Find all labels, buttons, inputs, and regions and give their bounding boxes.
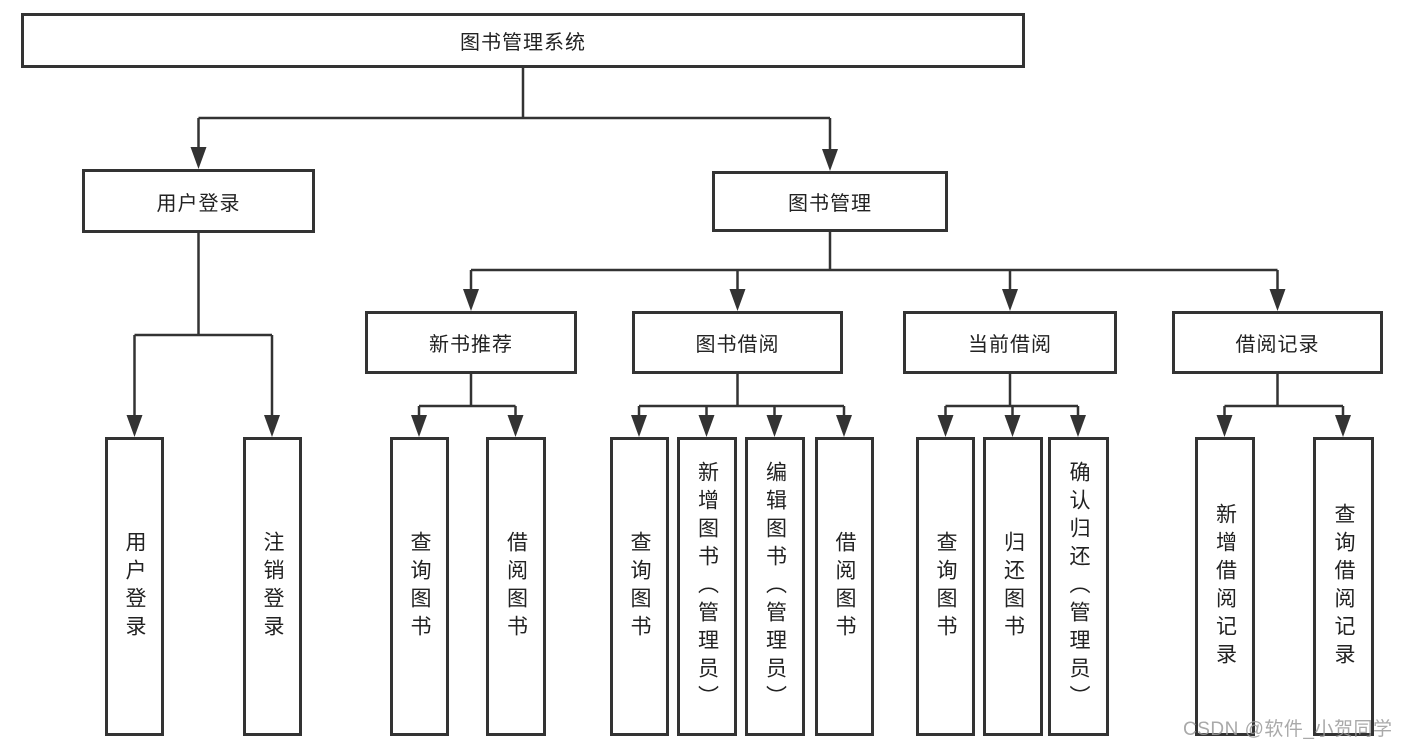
leaf-newbook-query: 查询图书 — [390, 437, 449, 736]
node-new-book-recommend: 新书推荐 — [365, 311, 577, 374]
leaf-borrow-query: 查询图书 — [610, 437, 669, 736]
leaf-logout: 注销登录 — [243, 437, 302, 736]
leaf-borrow-borrow: 借阅图书 — [815, 437, 874, 736]
leaf-record-query: 查询借阅记录 — [1313, 437, 1374, 736]
node-root: 图书管理系统 — [21, 13, 1025, 68]
connector-bookborrow-to-leaves — [637, 374, 846, 420]
connector-bookmgmt-to-level3 — [469, 232, 1279, 294]
connector-userlogin-to-leaves — [133, 233, 274, 420]
leaf-borrow-edit-admin: 编辑图书（管理员） — [745, 437, 805, 736]
leaf-record-add: 新增借阅记录 — [1195, 437, 1255, 736]
leaf-current-confirm-admin: 确认归还（管理员） — [1048, 437, 1109, 736]
node-borrow-record: 借阅记录 — [1172, 311, 1383, 374]
leaf-current-query: 查询图书 — [916, 437, 975, 736]
node-user-login: 用户登录 — [82, 169, 315, 233]
node-book-borrow: 图书借阅 — [632, 311, 843, 374]
connector-root-to-level2 — [197, 68, 832, 154]
node-current-borrow: 当前借阅 — [903, 311, 1117, 374]
csdn-watermark: CSDN @软件_小贺同学 — [1183, 719, 1393, 740]
leaf-borrow-add-admin: 新增图书（管理员） — [677, 437, 737, 736]
leaf-newbook-borrow: 借阅图书 — [486, 437, 546, 736]
connector-currentborrow-to-leaves — [944, 374, 1080, 420]
connector-borrowrecord-to-leaves — [1223, 374, 1345, 420]
leaf-user-login: 用户登录 — [105, 437, 164, 736]
node-book-management: 图书管理 — [712, 171, 948, 232]
leaf-current-return: 归还图书 — [983, 437, 1043, 736]
connector-newbook-to-leaves — [417, 374, 517, 420]
